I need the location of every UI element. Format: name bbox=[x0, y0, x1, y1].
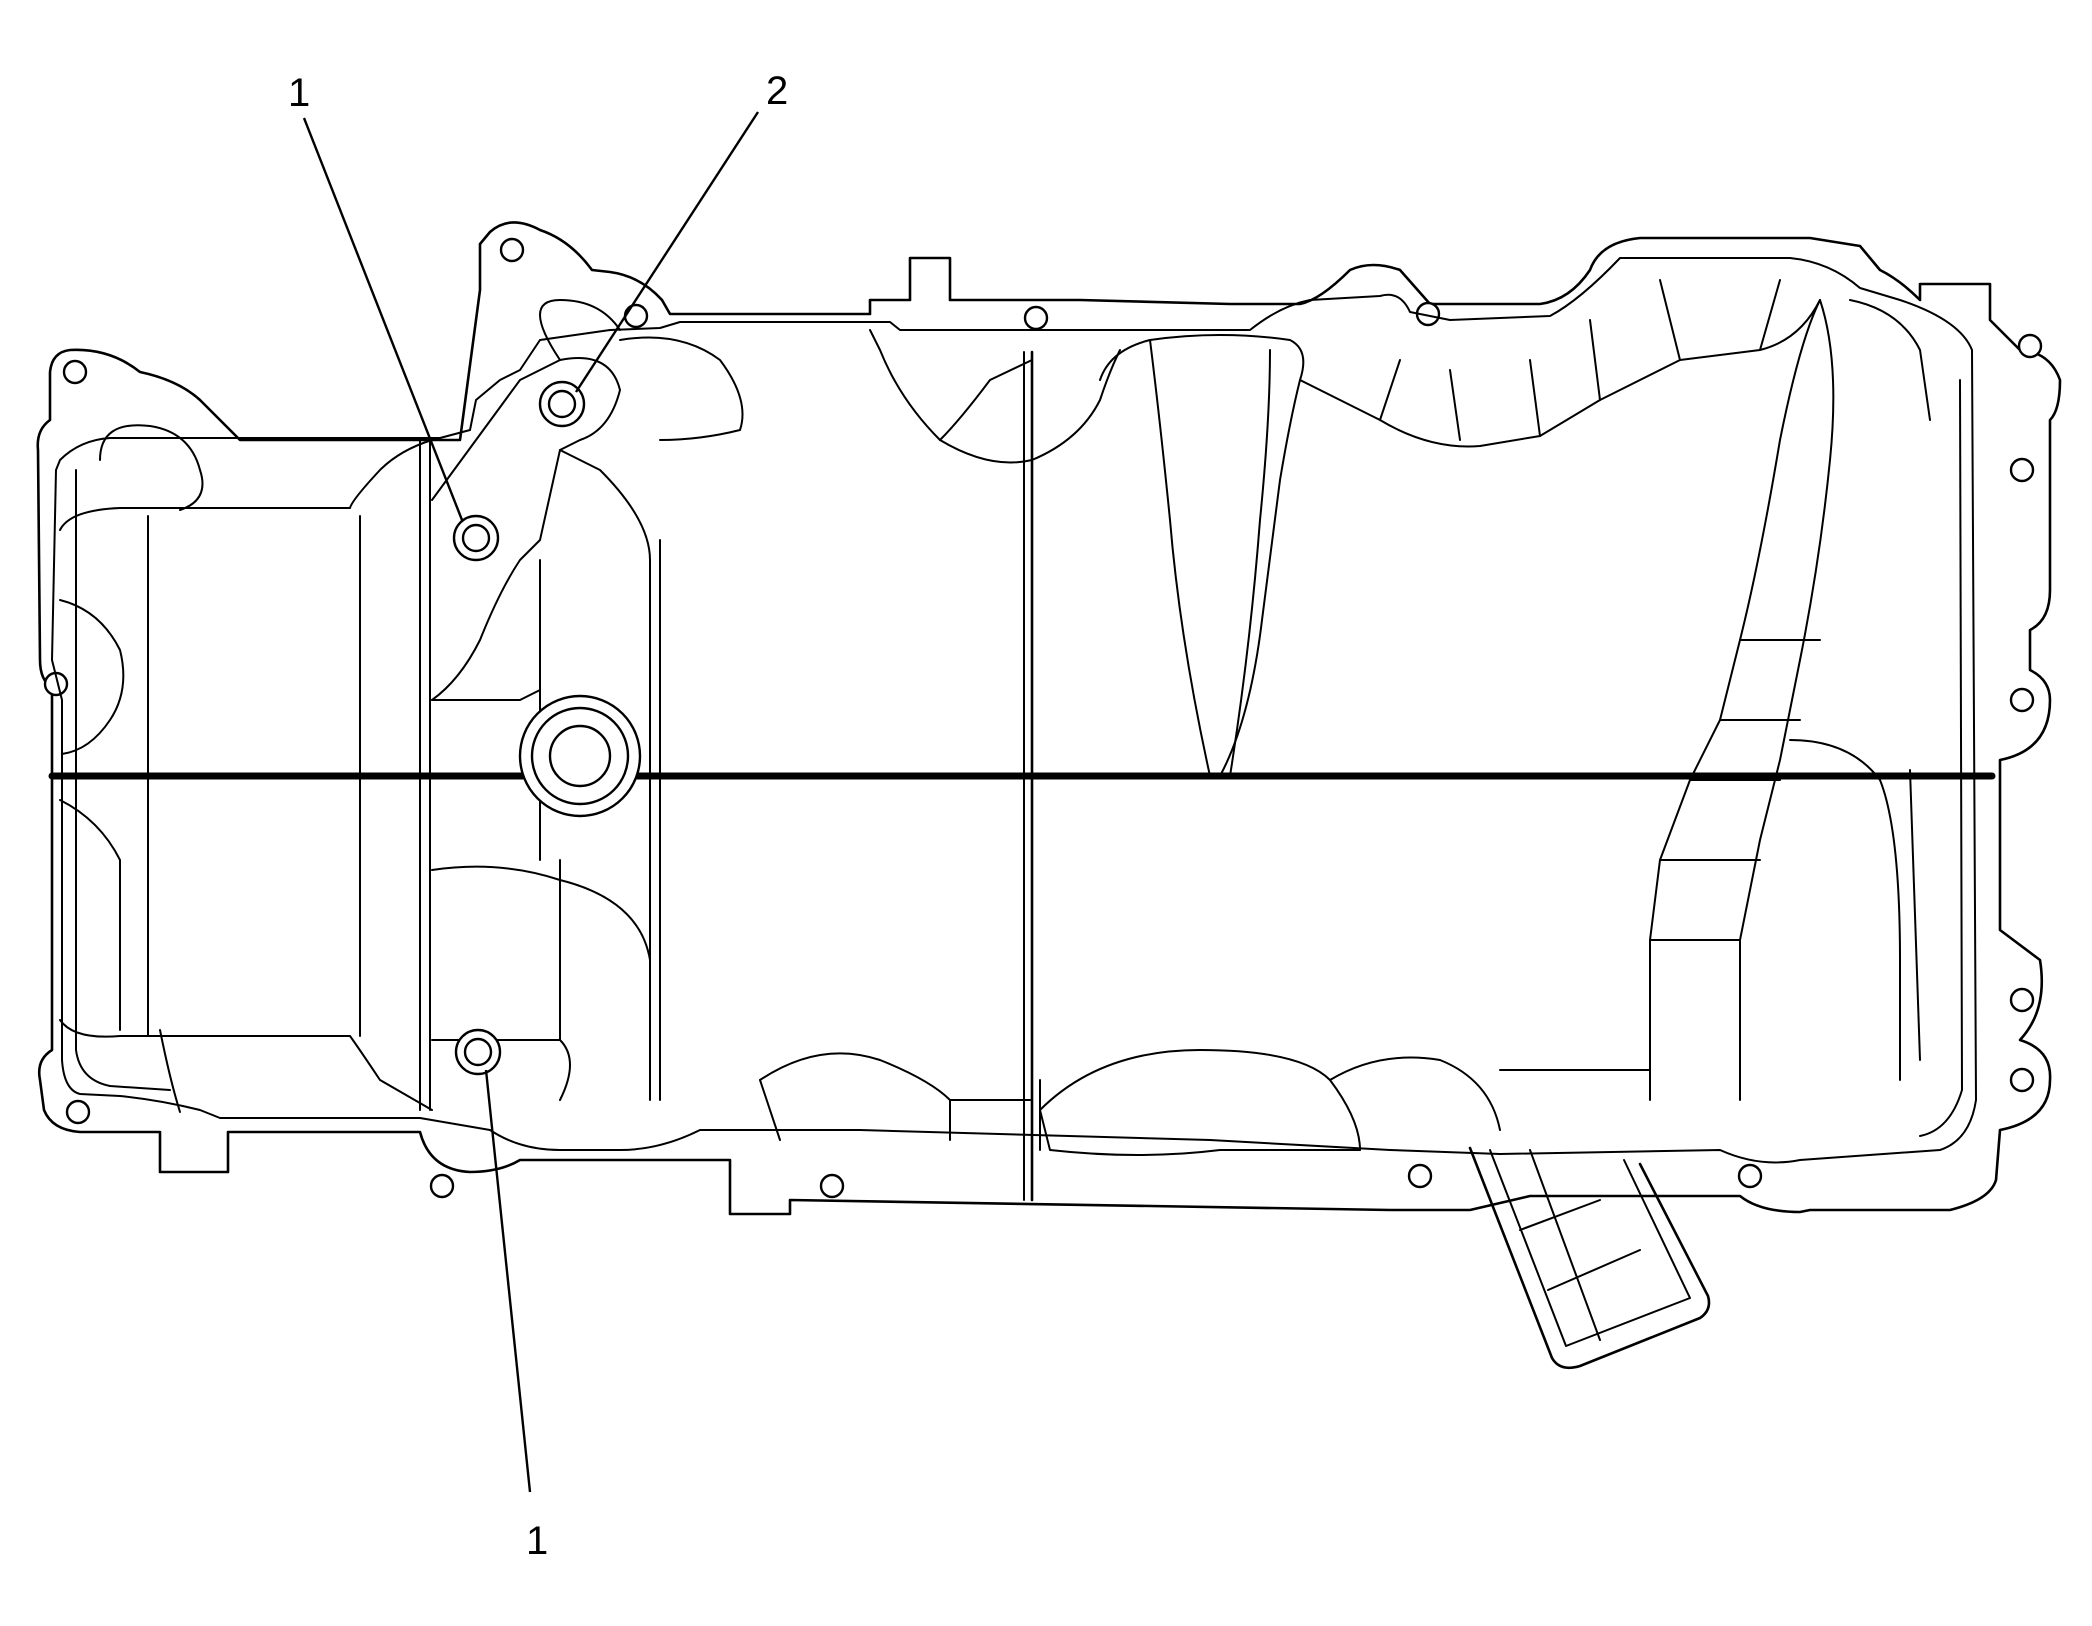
flange-hole bbox=[2009, 987, 2035, 1013]
callout-1-upper: 1 bbox=[288, 71, 310, 115]
flange-bolt-holes bbox=[43, 237, 2043, 1199]
flange-hole bbox=[65, 1099, 91, 1125]
flange-hole bbox=[2017, 333, 2043, 359]
flange-hole bbox=[2009, 687, 2035, 713]
bolt-upper bbox=[452, 514, 500, 562]
bolt-lower bbox=[454, 1028, 502, 1076]
leader-callout-1-lower bbox=[484, 1069, 532, 1493]
bolt-2 bbox=[538, 380, 586, 428]
flange-hole bbox=[1023, 305, 1049, 331]
dipstick-tube-boss bbox=[1468, 1146, 1711, 1370]
oil-pan-outer-flange bbox=[36, 221, 2062, 1216]
leader-callout-1-upper bbox=[302, 117, 464, 521]
flange-hole bbox=[2009, 1067, 2035, 1093]
leader-lines bbox=[302, 111, 760, 1493]
oil-pan-inner-rim bbox=[51, 257, 1977, 1164]
flange-hole bbox=[1407, 1163, 1433, 1189]
flange-hole bbox=[623, 303, 649, 329]
flange-hole bbox=[1737, 1163, 1763, 1189]
flange-hole bbox=[62, 359, 88, 385]
flange-hole bbox=[499, 237, 525, 263]
left-sump-section bbox=[59, 424, 433, 1113]
oil-drain-plug bbox=[518, 694, 642, 818]
callout-2: 2 bbox=[766, 69, 788, 113]
flange-hole bbox=[429, 1173, 455, 1199]
upper-boss-region bbox=[431, 299, 744, 1101]
flange-hole bbox=[819, 1173, 845, 1199]
flange-hole bbox=[2009, 457, 2035, 483]
leader-callout-2 bbox=[574, 111, 760, 393]
callout-1-lower: 1 bbox=[526, 1519, 548, 1563]
pan-contours bbox=[759, 279, 1931, 1156]
